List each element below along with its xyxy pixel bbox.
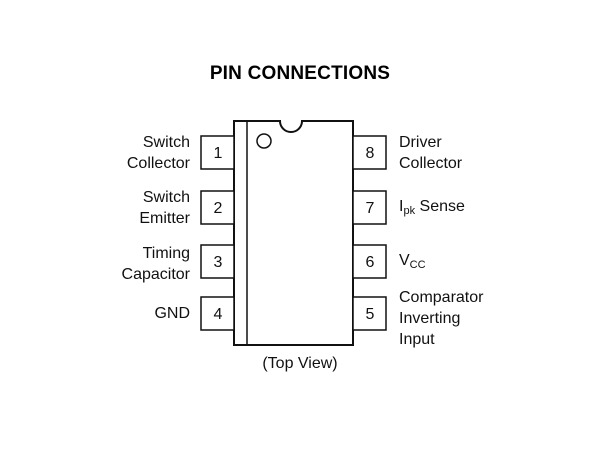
pin-number-6: 6 — [366, 254, 375, 271]
pin-label-7-rest: Sense — [415, 198, 465, 215]
pin-label-4-line-1: GND — [154, 305, 190, 322]
pin-label-2-line-2: Emitter — [139, 210, 190, 227]
pin-label-7: Ipk Sense — [399, 196, 465, 217]
pin-number-7: 7 — [366, 200, 375, 217]
pin-number-3: 3 — [214, 254, 223, 271]
pin-label-1-line-1: Switch — [142, 134, 190, 151]
pin-label-6-sub: CC — [409, 259, 426, 271]
pin-label-8-line-2: Collector — [399, 155, 463, 172]
pin-box-5 — [352, 296, 387, 331]
pin-label-5-line-3: Input — [399, 331, 435, 348]
pin-label-5-line-2: Inverting — [399, 310, 461, 327]
pin-label-6-main: V — [399, 252, 410, 269]
pin-box-8 — [352, 135, 387, 170]
pin-label-2-line-1: Switch — [142, 189, 190, 206]
pin-box-1 — [200, 135, 235, 170]
pin-label-1: Switch Collector — [127, 132, 190, 174]
pin-label-5: Comparator Inverting Input — [399, 287, 483, 350]
pin-number-1: 1 — [214, 145, 223, 162]
pin-number-4: 4 — [214, 306, 223, 323]
ic-body — [233, 120, 354, 346]
pin-label-7-sub: pk — [403, 205, 416, 217]
pin-label-2: Switch Emitter — [139, 187, 190, 229]
pin-number-2: 2 — [214, 200, 223, 217]
view-caption: (Top View) — [262, 355, 338, 372]
pin-label-8-line-1: Driver — [399, 134, 442, 151]
pin-box-4 — [200, 296, 235, 331]
pin-box-3 — [200, 244, 235, 279]
pin-label-1-line-2: Collector — [126, 155, 190, 172]
diagram-title: PIN CONNECTIONS — [209, 63, 391, 84]
pin-box-7 — [352, 190, 387, 225]
pin-box-2 — [200, 190, 235, 225]
pin-number-5: 5 — [366, 306, 375, 323]
pin-label-6: VCC — [399, 250, 426, 271]
pin-label-8: Driver Collector — [399, 132, 462, 174]
pin-label-5-line-1: Comparator — [399, 289, 484, 306]
pin-number-8: 8 — [366, 145, 375, 162]
pin1-indicator-dot — [256, 133, 272, 149]
pin-label-7-main: I — [399, 198, 404, 215]
pin-label-3-line-1: Timing — [142, 245, 190, 262]
pin-box-6 — [352, 244, 387, 279]
pin-label-4: GND — [154, 303, 190, 324]
pin-label-3-line-2: Capacitor — [121, 266, 190, 283]
pin-label-3: Timing Capacitor — [122, 243, 190, 285]
